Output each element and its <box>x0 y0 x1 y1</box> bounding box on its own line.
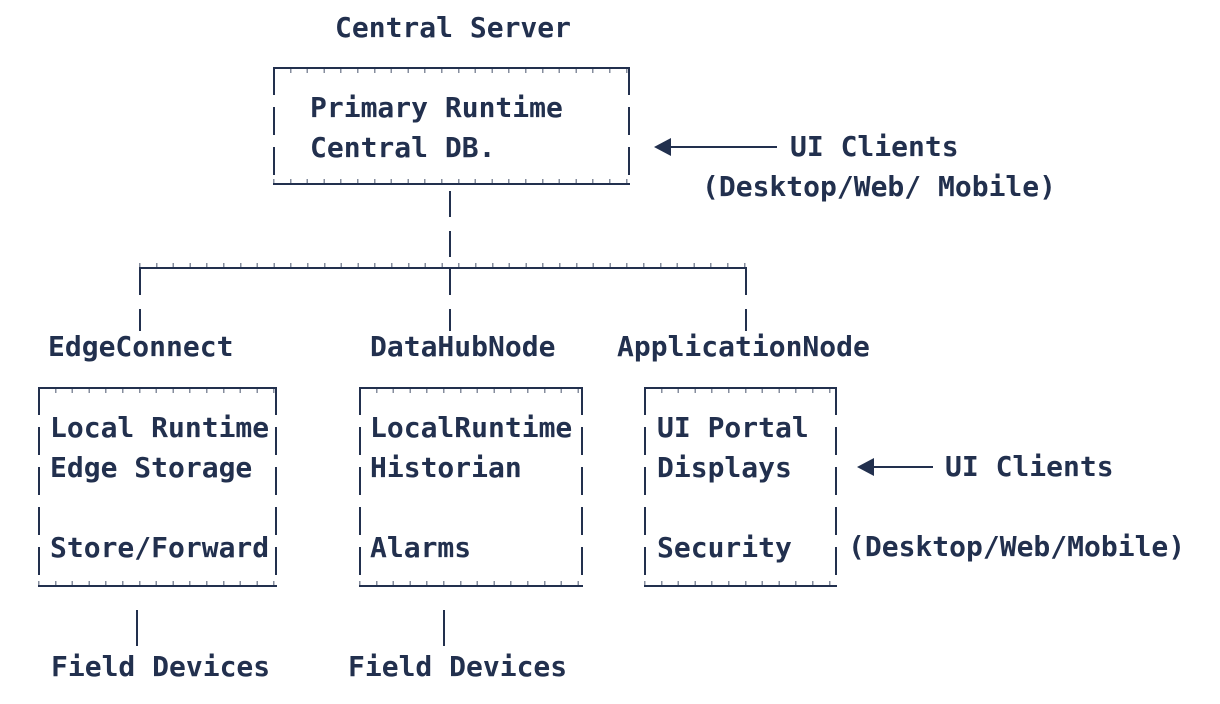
branch-stub-left <box>139 269 141 331</box>
connector-central-down <box>449 191 451 268</box>
field-devices-label-1: Field Devices <box>51 650 271 683</box>
box-border-bottom <box>273 179 630 185</box>
applicationnode-line-2: Displays <box>657 451 792 484</box>
box-border-right <box>835 387 837 587</box>
box-border-top <box>359 387 583 393</box>
ui-clients-top-arrow-line <box>669 146 777 148</box>
central-box-line-1: Primary Runtime <box>310 91 563 124</box>
edgeconnect-line-1: Local Runtime <box>50 411 270 444</box>
applicationnode-line-3: Security <box>657 531 792 564</box>
box-border-right <box>275 387 277 587</box>
box-border-left <box>359 387 361 587</box>
datahubnode-line-1: LocalRuntime <box>370 411 573 444</box>
box-border-left <box>273 67 275 185</box>
field-devices-stub-2 <box>443 610 445 646</box>
node-title-edgeconnect: EdgeConnect <box>48 330 234 363</box>
ui-clients-top-detail: (Desktop/Web/ Mobile) <box>702 170 1057 203</box>
datahubnode-line-2: Historian <box>370 451 522 484</box>
node-title-datahubnode: DataHubNode <box>370 330 556 363</box>
box-border-top <box>644 387 837 393</box>
applicationnode-line-1: UI Portal <box>657 411 809 444</box>
branch-stub-center <box>449 269 451 331</box>
arrow-left-icon <box>654 138 671 156</box>
arrow-left-icon <box>857 458 874 476</box>
datahubnode-line-3: Alarms <box>370 531 472 564</box>
box-border-top <box>38 387 277 393</box>
box-border-bottom <box>644 581 837 587</box>
edgeconnect-line-3: Store/Forward <box>50 531 270 564</box>
edgeconnect-line-2: Edge Storage <box>50 451 253 484</box>
node-box-applicationnode: UI Portal Displays Security <box>644 387 837 587</box>
ui-clients-right-label: UI Clients <box>945 450 1114 483</box>
ui-clients-right-arrow-line <box>872 466 933 468</box>
box-border-bottom <box>38 581 277 587</box>
box-border-left <box>644 387 646 587</box>
box-border-left <box>38 387 40 587</box>
central-server-title: Central Server <box>335 11 572 44</box>
box-border-top <box>273 67 630 73</box>
node-box-edgeconnect: Local Runtime Edge Storage Store/Forward <box>38 387 277 587</box>
ui-clients-top-label: UI Clients <box>790 130 959 163</box>
field-devices-label-2: Field Devices <box>348 650 568 683</box>
central-server-box: Primary Runtime Central DB. <box>273 67 630 185</box>
node-title-applicationnode: ApplicationNode <box>617 330 870 363</box>
box-border-bottom <box>359 581 583 587</box>
branch-line <box>139 263 747 269</box>
central-box-line-2: Central DB. <box>310 131 496 164</box>
ui-clients-right-detail: (Desktop/Web/Mobile) <box>848 530 1186 563</box>
box-border-right <box>581 387 583 587</box>
field-devices-stub-1 <box>136 610 138 646</box>
branch-stub-right <box>745 269 747 331</box>
box-border-right <box>628 67 630 185</box>
node-box-datahubnode: LocalRuntime Historian Alarms <box>359 387 583 587</box>
